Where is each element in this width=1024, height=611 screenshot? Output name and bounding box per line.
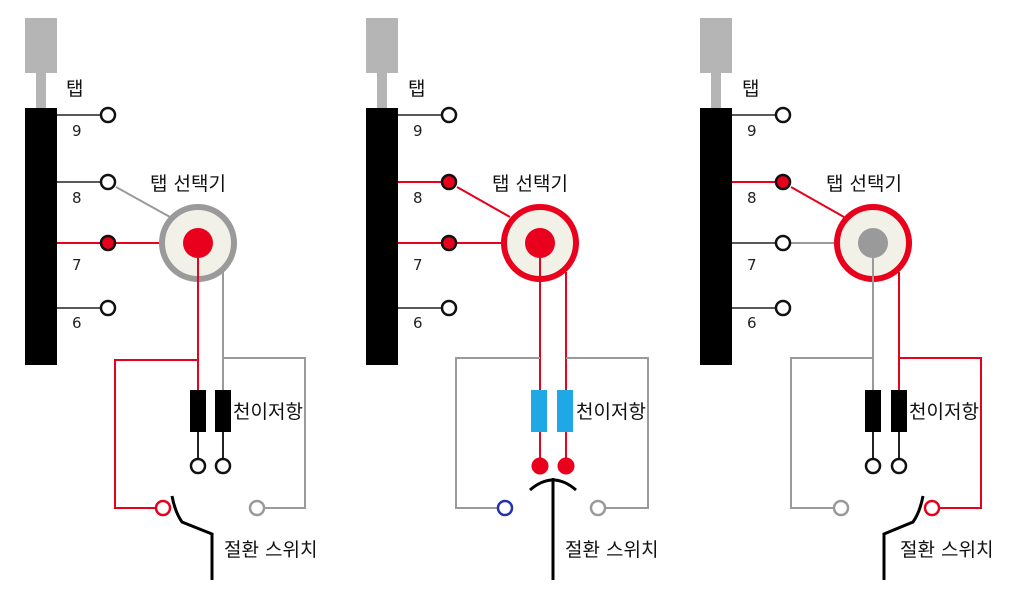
tap-number-8: 8 [72, 189, 82, 207]
switch-contact-left [496, 499, 514, 517]
switch-contact-right [589, 499, 607, 517]
resistor-label: 천이저항 [576, 401, 646, 423]
tap-contact-9 [774, 106, 792, 124]
shaft [25, 18, 57, 73]
switch-contact-left [154, 499, 172, 517]
main-loop-red [899, 357, 982, 509]
main-loop-red [114, 359, 198, 509]
tap-contact-7 [440, 234, 458, 252]
tap-number-9: 9 [747, 122, 757, 140]
tap-number-7: 7 [72, 256, 82, 274]
resistor-contact-left [864, 457, 882, 475]
tap-contact-8 [99, 173, 117, 191]
resistor-left [531, 390, 547, 432]
diverter-switch-label: 절환 스위치 [565, 539, 658, 561]
shaft [366, 18, 398, 73]
tap-number-6: 6 [72, 314, 82, 332]
main-loop-grey [223, 357, 306, 509]
tap-label: 탭 [66, 78, 83, 100]
tap-selector-label: 탭 선택기 [150, 173, 226, 195]
main-loop-grey [455, 357, 540, 509]
tap-number-7: 7 [747, 256, 757, 274]
transformer-winding [700, 108, 732, 365]
tap-number-8: 8 [747, 189, 757, 207]
tap-selector-label: 탭 선택기 [826, 173, 902, 195]
arm-wire-8 [790, 186, 845, 218]
transformer-winding [25, 108, 57, 365]
resistor-contact-left [531, 457, 549, 475]
resistor-label: 천이저항 [233, 401, 303, 423]
resistor-right [215, 390, 231, 432]
diverter-switch-label: 절환 스위치 [224, 539, 317, 561]
tap-contact-6 [774, 299, 792, 317]
diverter-switch-arm [882, 495, 925, 580]
tap-contact-9 [440, 106, 458, 124]
resistor-left [190, 390, 206, 432]
tap-contact-7 [774, 234, 792, 252]
tap-number-9: 9 [72, 122, 82, 140]
resistor-left [865, 390, 881, 432]
tap-selector-center [858, 228, 888, 258]
shaft [700, 18, 732, 73]
switch-contact-right [923, 499, 941, 517]
tap-number-9: 9 [413, 122, 423, 140]
panel-1: 탭 9 8 7 6 탭 선택기 천이저항 절환 스위치 [25, 18, 317, 580]
switch-contact-right [248, 499, 266, 517]
shaft-neck [377, 73, 387, 108]
transformer-winding [366, 108, 398, 365]
arm-wire [115, 186, 171, 218]
panel-2: 탭 9 8 7 6 탭 선택기 천이저항 절환 스위치 [366, 18, 658, 580]
tap-selector-center [183, 228, 213, 258]
diverter-switch-label: 절환 스위치 [900, 539, 993, 561]
resistor-contact-right [890, 457, 908, 475]
tap-contact-6 [99, 299, 117, 317]
diverter-switch-arm [170, 495, 214, 580]
tap-number-6: 6 [747, 314, 757, 332]
diverter-switch-arm [529, 478, 577, 580]
tap-number-7: 7 [413, 256, 423, 274]
main-loop-grey-right [566, 357, 649, 509]
main-loop-grey [790, 357, 873, 509]
resistor-right [557, 390, 573, 432]
tap-contact-9 [99, 106, 117, 124]
resistor-right [891, 390, 907, 432]
tap-contact-6 [440, 299, 458, 317]
tap-contact-8 [774, 173, 792, 191]
tap-contact-7 [99, 234, 117, 252]
resistor-contact-left [189, 457, 207, 475]
tap-label: 탭 [742, 78, 759, 100]
resistor-contact-right [214, 457, 232, 475]
switch-contact-left [832, 499, 850, 517]
shaft-neck [36, 73, 46, 108]
tap-label: 탭 [408, 78, 425, 100]
tap-selector-label: 탭 선택기 [492, 173, 568, 195]
arm-wire-8 [456, 186, 511, 218]
resistor-label: 천이저항 [909, 401, 979, 423]
tap-number-8: 8 [413, 189, 423, 207]
tap-contact-8 [440, 173, 458, 191]
panel-3: 탭 9 8 7 6 탭 선택기 천이저항 절환 스위치 [700, 18, 993, 580]
tap-selector-center [525, 228, 555, 258]
shaft-neck [711, 73, 721, 108]
resistor-contact-right [557, 457, 575, 475]
tap-number-6: 6 [413, 314, 423, 332]
